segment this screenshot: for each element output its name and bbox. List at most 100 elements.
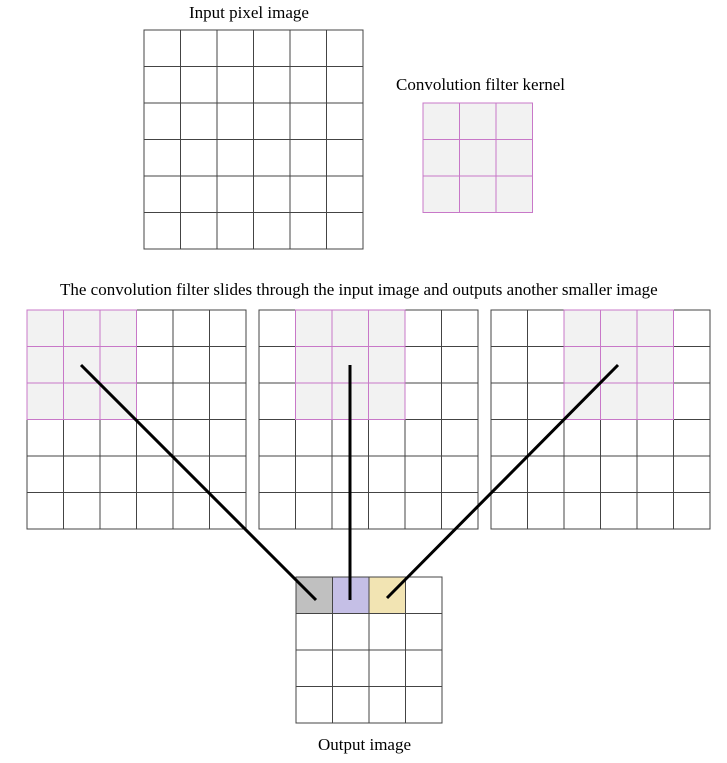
slide-kernel-cell xyxy=(26,346,64,384)
slide-pixel-cell xyxy=(172,309,210,347)
slide-pixel-cell xyxy=(441,346,479,384)
input-pixel-cell xyxy=(326,66,364,104)
slide-pixel-cell xyxy=(600,419,638,457)
input-pixel-cell xyxy=(180,29,218,67)
input-pixel-cell xyxy=(143,66,181,104)
slide-kernel-cell xyxy=(563,346,601,384)
output-pixel-cell xyxy=(368,649,406,687)
slide-pixel-cell xyxy=(258,346,296,384)
kernel-cell xyxy=(495,139,533,177)
input-pixel-cell xyxy=(216,29,254,67)
slide-pixel-cell xyxy=(26,419,64,457)
output-pixel-cell xyxy=(405,576,443,614)
slide-pixel-cell xyxy=(636,492,674,530)
slide-kernel-cell xyxy=(368,346,406,384)
input-pixel-cell xyxy=(180,139,218,177)
slide-kernel-cell xyxy=(563,309,601,347)
slide-pixel-cell xyxy=(527,309,565,347)
connector-line xyxy=(385,363,620,600)
slide-pixel-cell xyxy=(295,492,333,530)
slide-pixel-cell xyxy=(490,346,528,384)
output-pixel-cell xyxy=(295,686,333,724)
slide-pixel-cell xyxy=(600,492,638,530)
slide-caption: The convolution filter slides through th… xyxy=(60,280,658,299)
slide-kernel-cell xyxy=(600,309,638,347)
input-pixel-cell xyxy=(253,66,291,104)
slide-pixel-cell xyxy=(527,346,565,384)
slide-pixel-cell xyxy=(563,419,601,457)
input-pixel-cell xyxy=(216,66,254,104)
slide-pixel-cell xyxy=(673,419,711,457)
slide-pixel-cell xyxy=(441,309,479,347)
input-pixel-cell xyxy=(326,139,364,177)
slide-pixel-cell xyxy=(99,455,137,493)
slide-kernel-cell xyxy=(99,309,137,347)
input-pixel-cell xyxy=(289,175,327,213)
slide-kernel-cell xyxy=(26,309,64,347)
input-pixel-cell xyxy=(143,139,181,177)
input-pixel-cell xyxy=(326,29,364,67)
output-pixel-cell xyxy=(295,613,333,651)
slide-pixel-cell xyxy=(258,492,296,530)
kernel-title: Convolution filter kernel xyxy=(396,75,566,94)
slide-kernel-cell xyxy=(295,346,333,384)
input-pixel-cell xyxy=(143,29,181,67)
slide-pixel-cell xyxy=(136,455,174,493)
slide-pixel-cell xyxy=(26,455,64,493)
slide-pixel-cell xyxy=(209,382,247,420)
input-pixel-cell xyxy=(143,212,181,250)
slide-kernel-cell xyxy=(295,382,333,420)
slide-pixel-cell xyxy=(490,382,528,420)
slide-pixel-cell xyxy=(527,382,565,420)
input-pixel-cell xyxy=(326,175,364,213)
kernel-cell xyxy=(495,175,533,213)
slide-pixel-cell xyxy=(600,455,638,493)
slide-kernel-cell xyxy=(636,382,674,420)
output-image-title: Output image xyxy=(318,735,412,754)
input-pixel-cell xyxy=(253,139,291,177)
input-pixel-cell xyxy=(326,212,364,250)
input-pixel-cell xyxy=(289,139,327,177)
input-pixel-cell xyxy=(326,102,364,140)
input-pixel-cell xyxy=(216,102,254,140)
output-pixel-cell xyxy=(332,649,370,687)
kernel-cell xyxy=(459,102,497,140)
slide-pixel-cell xyxy=(172,382,210,420)
slide-pixel-cell xyxy=(63,492,101,530)
slide-kernel-cell xyxy=(600,382,638,420)
input-pixel-cell xyxy=(216,175,254,213)
input-pixel-cell xyxy=(253,212,291,250)
slide-pixel-cell xyxy=(404,382,442,420)
input-pixel-cell xyxy=(289,66,327,104)
slide-pixel-cell xyxy=(673,455,711,493)
slide-pixel-cell xyxy=(368,419,406,457)
output-pixel-cell xyxy=(405,649,443,687)
slide-pixel-cell xyxy=(295,455,333,493)
input-pixel-cell xyxy=(289,102,327,140)
input-image-title: Input pixel image xyxy=(189,3,309,22)
output-highlight-cell xyxy=(295,576,333,614)
slide-pixel-cell xyxy=(209,346,247,384)
slide-pixel-cell xyxy=(172,346,210,384)
connector-line xyxy=(79,363,318,602)
slide-kernel-cell xyxy=(63,382,101,420)
input-pixel-cell xyxy=(289,29,327,67)
slide-pixel-cell xyxy=(404,492,442,530)
slide-pixel-cell xyxy=(209,455,247,493)
connector-lines xyxy=(79,363,620,602)
slide-pixel-cell xyxy=(673,492,711,530)
slide-pixel-cell xyxy=(563,455,601,493)
slide-pixel-cell xyxy=(136,382,174,420)
output-image-grid xyxy=(295,576,443,724)
slide-kernel-cell xyxy=(368,382,406,420)
input-pixel-cell xyxy=(289,212,327,250)
slide-kernel-cell xyxy=(26,382,64,420)
slide-pixel-cell xyxy=(368,455,406,493)
slide-pixel-cell xyxy=(172,419,210,457)
slide-kernel-cell xyxy=(636,309,674,347)
slide-pixel-cell xyxy=(172,492,210,530)
input-pixel-cell xyxy=(216,212,254,250)
slide-pixel-cell xyxy=(258,382,296,420)
slide-pixel-cell xyxy=(441,382,479,420)
